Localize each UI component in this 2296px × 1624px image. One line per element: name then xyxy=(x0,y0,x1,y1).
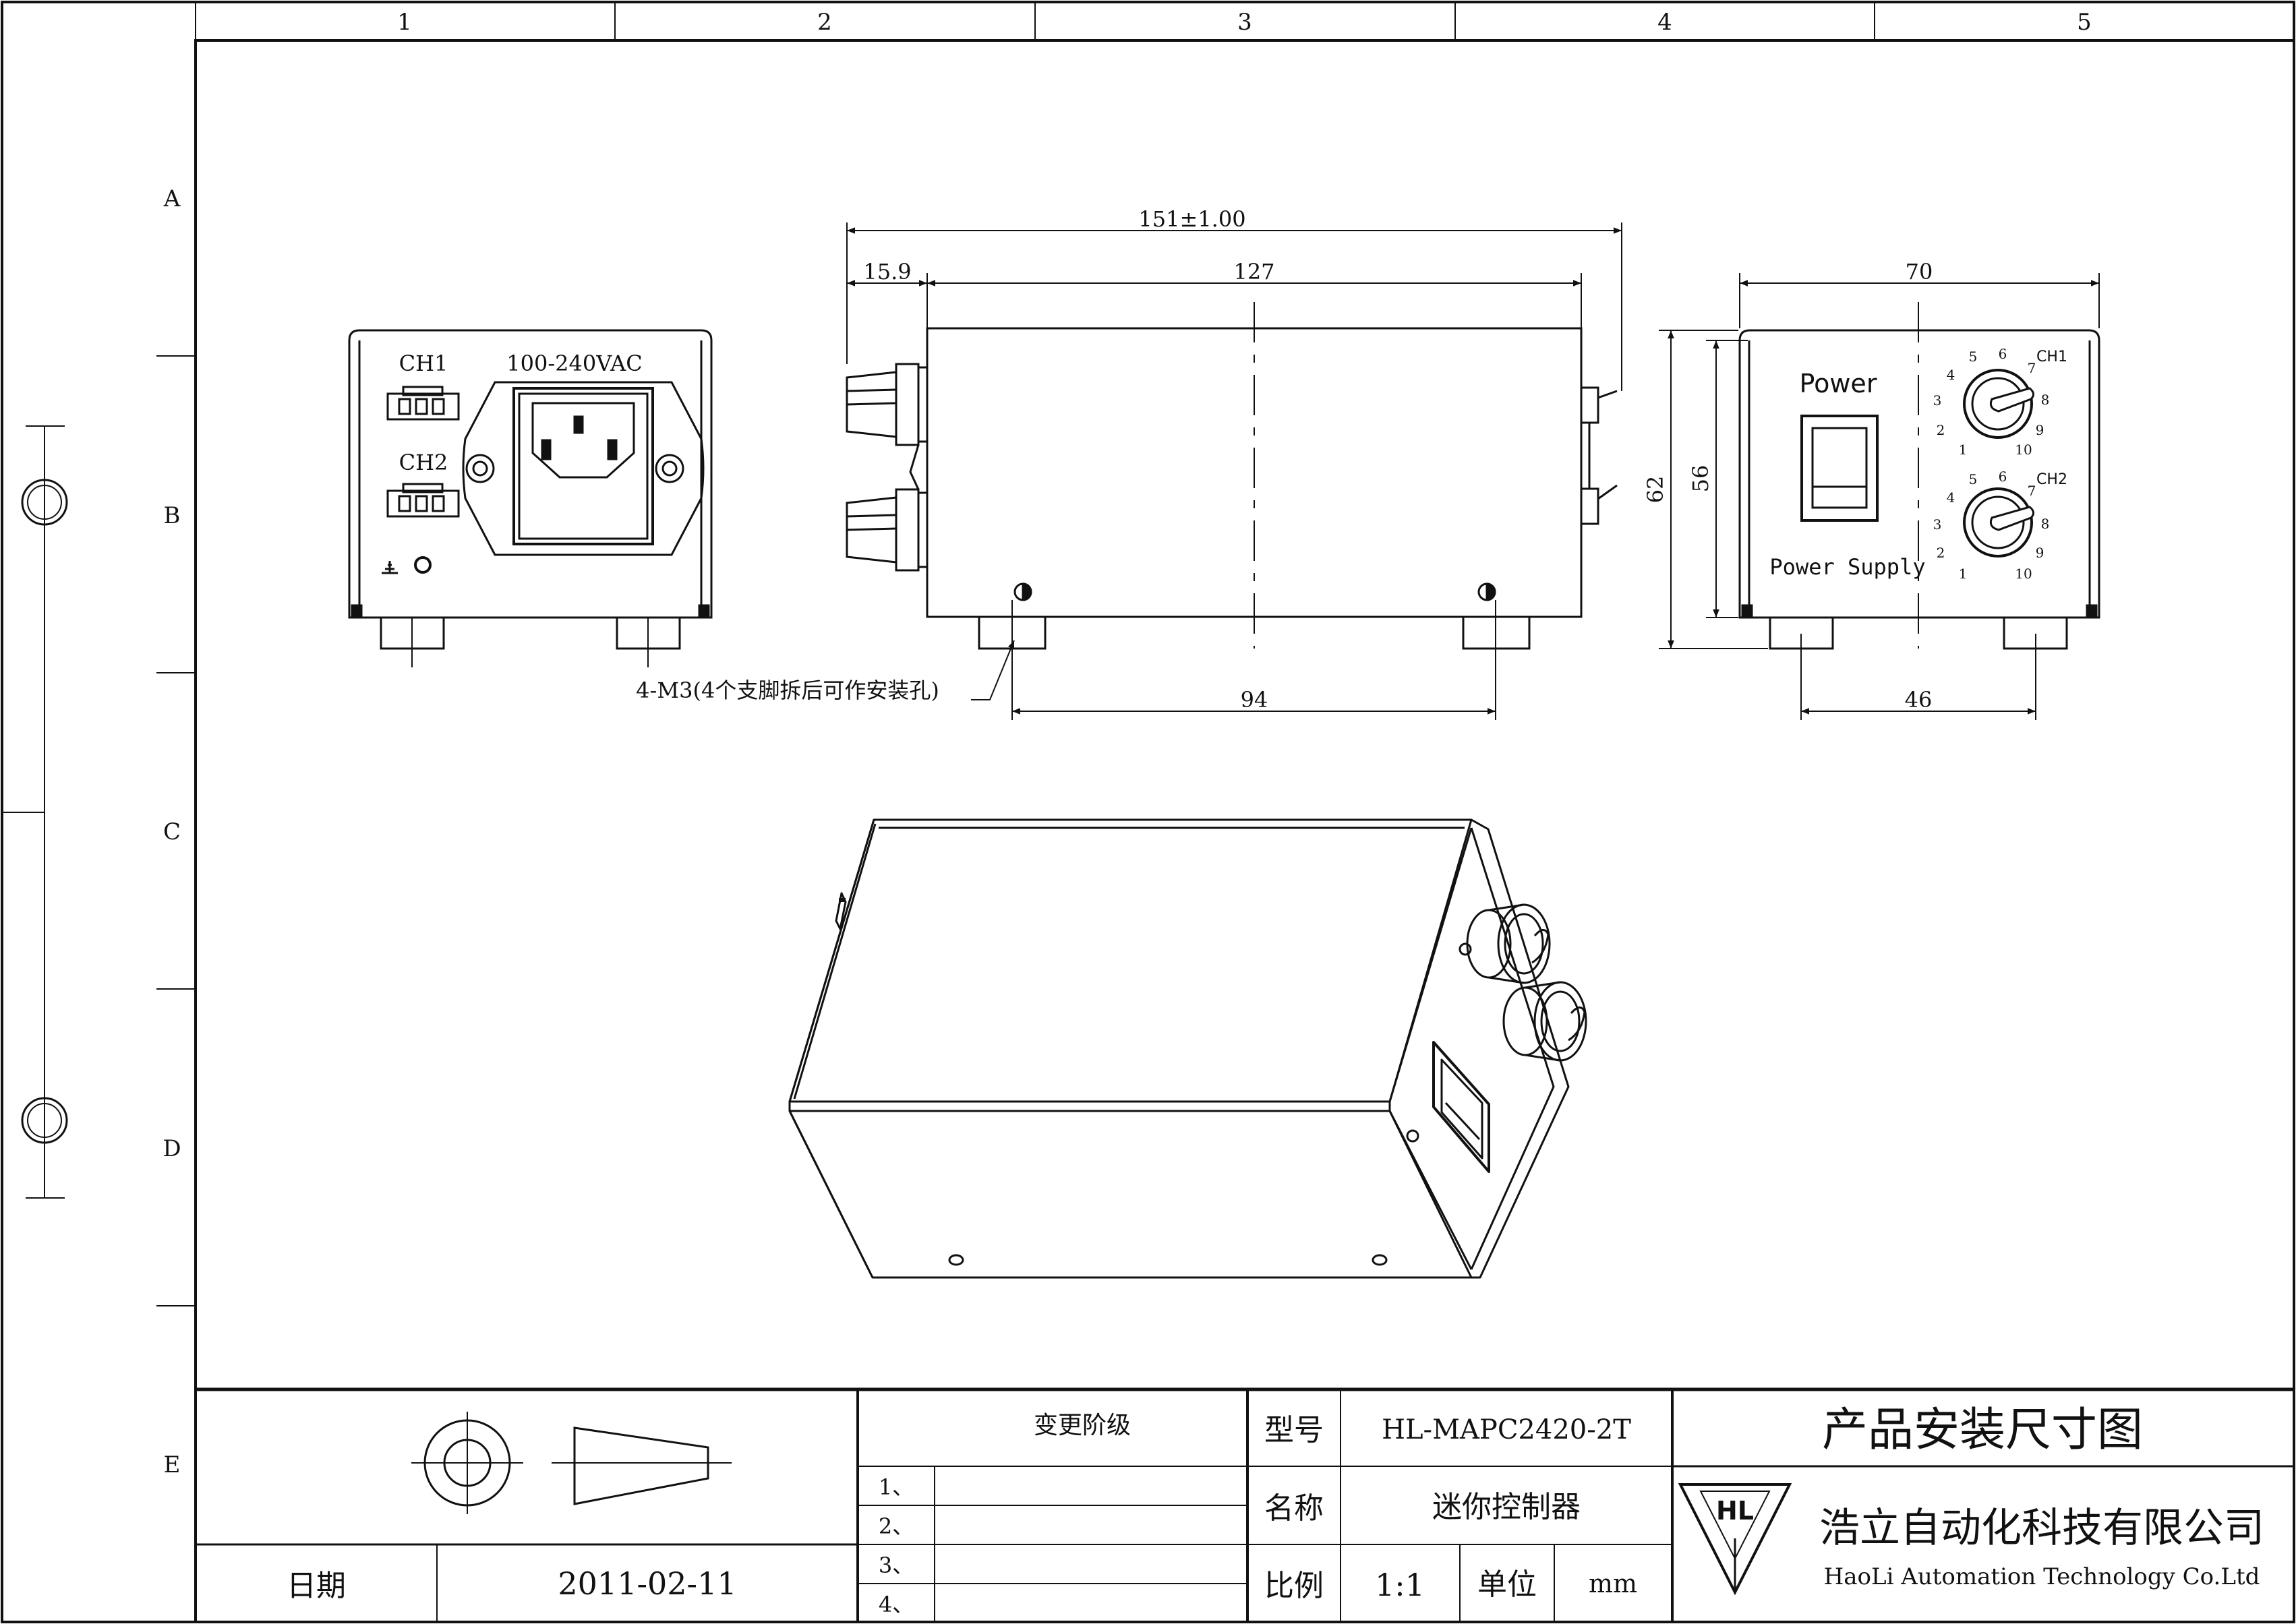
ch2-dial-scale: 1 2 3 4 5 6 7 8 9 10 xyxy=(1933,469,2050,582)
ch1-dial-scale: 1 2 3 4 5 6 7 8 9 10 xyxy=(1933,346,2050,458)
change-row-2: 2、 xyxy=(879,1513,914,1539)
dial-number: 8 xyxy=(2041,516,2050,532)
change-row-1: 1、 xyxy=(879,1474,914,1500)
dial-number: 3 xyxy=(1933,392,1942,409)
power-supply-label: Power Supply xyxy=(1769,554,1925,580)
side-view-labels: 151±1.00 15.9 127 94 4-M3(4个支脚拆后可作安装孔) xyxy=(636,206,1274,713)
title-block-text: 变更阶级 1、 2、 3、 4、 型号 HL-MAPC2420-2T 名称 迷你… xyxy=(287,1404,2264,1617)
dial-number: 3 xyxy=(1933,516,1942,533)
column-label: 5 xyxy=(2077,9,2092,36)
row-label: E xyxy=(164,1451,181,1478)
dial-number: 2 xyxy=(1937,545,1945,561)
drawing-title: 产品安装尺寸图 xyxy=(1822,1404,2143,1457)
inner-height-dimension: 56 xyxy=(1688,465,1713,493)
dial-number: 4 xyxy=(1947,367,1955,383)
ch2-connector xyxy=(386,483,460,518)
dial-number: 4 xyxy=(1947,489,1955,506)
power-switch xyxy=(1800,415,1879,522)
row-label: C xyxy=(163,818,181,845)
dial-number: 5 xyxy=(1969,471,1978,487)
logo-text: HL xyxy=(1716,1496,1754,1526)
rear-width-dimension: 70 xyxy=(1906,259,1933,284)
mounting-hole-note: 4-M3(4个支脚拆后可作安装孔) xyxy=(636,678,939,703)
power-inlet xyxy=(462,381,705,556)
body-length-dimension: 127 xyxy=(1233,259,1274,284)
front-view xyxy=(348,329,713,667)
side-view-dimensions xyxy=(846,222,1622,720)
projection-symbol xyxy=(411,1412,732,1514)
dial-number: 1 xyxy=(1959,442,1968,458)
grid-labels: 1 2 3 4 5 A B C D E xyxy=(163,9,2091,1478)
dial-number: 6 xyxy=(1999,469,2007,485)
hole-spacing-dimension: 94 xyxy=(1241,687,1268,713)
rear-view-labels: 70 46 62 56 Power Power Supply CH1 CH2 xyxy=(1643,259,2067,713)
unit-label: 单位 xyxy=(1477,1567,1537,1602)
feet-spacing-dimension: 46 xyxy=(1905,687,1933,713)
company-logo xyxy=(1678,1483,1792,1596)
ch1-knob xyxy=(1963,369,2034,439)
iso-knob-lower xyxy=(1502,981,1587,1062)
change-row-3: 3、 xyxy=(879,1553,914,1578)
iso-knob-upper xyxy=(1466,903,1551,984)
dial-number: 9 xyxy=(2036,545,2044,561)
model-value: HL-MAPC2420-2T xyxy=(1382,1414,1631,1445)
company-name-en: HaoLi Automation Technology Co.Ltd xyxy=(1824,1563,2260,1590)
dial-number: 1 xyxy=(1959,566,1968,582)
change-stage-header: 变更阶级 xyxy=(1034,1412,1131,1439)
dial-number: 6 xyxy=(1999,346,2007,362)
row-label: A xyxy=(163,185,181,212)
ground-icon xyxy=(382,561,398,574)
side-view xyxy=(846,302,1618,650)
dial-number: 5 xyxy=(1969,349,1978,365)
change-row-4: 4、 xyxy=(879,1592,914,1617)
dial-number: 10 xyxy=(2015,442,2032,458)
column-label: 4 xyxy=(1657,9,1672,36)
date-label: 日期 xyxy=(287,1569,346,1603)
isometric-view xyxy=(788,818,1587,1279)
name-label: 名称 xyxy=(1264,1491,1324,1526)
iso-power-switch xyxy=(1432,1041,1490,1173)
front-ch1-label: CH1 xyxy=(399,351,448,376)
outer-height-dimension: 62 xyxy=(1643,476,1668,504)
power-label: Power xyxy=(1800,369,1877,398)
overall-length-dimension: 151±1.00 xyxy=(1138,206,1245,232)
dial-number: 7 xyxy=(2028,483,2036,499)
company-name-cn: 浩立自动化科技有限公司 xyxy=(1819,1505,2264,1552)
name-value: 迷你控制器 xyxy=(1432,1490,1581,1524)
dial-number: 9 xyxy=(2036,422,2044,438)
scale-value: 1:1 xyxy=(1375,1567,1425,1603)
front-ch2-label: CH2 xyxy=(399,450,448,475)
ch1-dial-label: CH1 xyxy=(2036,349,2067,365)
model-label: 型号 xyxy=(1264,1413,1324,1447)
column-label: 2 xyxy=(817,9,832,36)
title-block xyxy=(196,1387,2294,1622)
column-label: 3 xyxy=(1237,9,1252,36)
dial-number: 2 xyxy=(1937,422,1945,438)
date-value: 2011-02-11 xyxy=(558,1565,736,1602)
dial-number: 7 xyxy=(2028,360,2036,376)
rear-view xyxy=(1738,302,2100,650)
voltage-label: 100-240VAC xyxy=(506,351,643,376)
unit-value: mm xyxy=(1589,1569,1637,1598)
front-view-labels: CH1 CH2 100-240VAC xyxy=(399,351,643,475)
rear-view-dimensions xyxy=(1659,273,2100,720)
dial-number: 8 xyxy=(2041,392,2050,408)
column-label: 1 xyxy=(397,9,412,36)
row-label: B xyxy=(164,502,181,529)
ch2-knob xyxy=(1963,487,2034,558)
ch1-connector xyxy=(386,386,460,421)
ch2-dial-label: CH2 xyxy=(2036,471,2067,488)
left-offset-dimension: 15.9 xyxy=(863,259,911,284)
row-label: D xyxy=(163,1135,181,1162)
scale-label: 比例 xyxy=(1264,1569,1324,1603)
dial-number: 10 xyxy=(2015,566,2032,582)
